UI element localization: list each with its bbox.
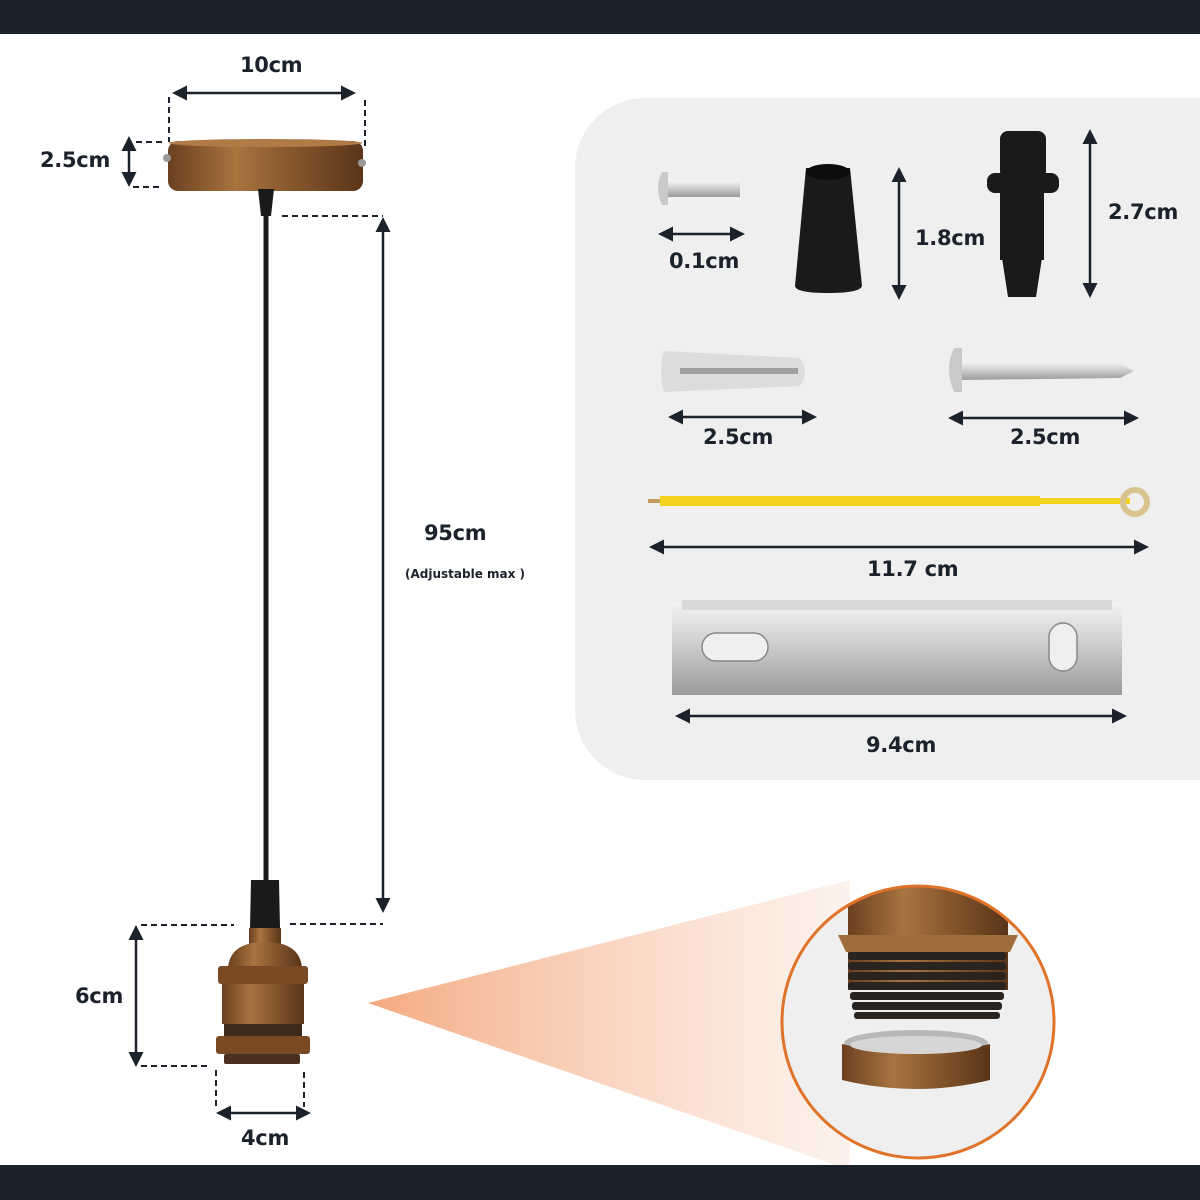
cable-length-note: (Adjustable max ): [405, 567, 526, 581]
machine-screw: [658, 172, 740, 205]
wood-screw: [949, 348, 1134, 392]
mounting-bracket: [672, 600, 1122, 695]
lamp-holder: [216, 880, 310, 1064]
holder-width-label: 4cm: [241, 1126, 290, 1150]
cord-grip-label: 1.8cm: [915, 226, 986, 250]
zoom-spotlight: [368, 880, 850, 1170]
cable-length-label: 95cm: [424, 521, 487, 545]
bracket-label: 9.4cm: [866, 733, 937, 757]
rose-width-label: 10cm: [240, 53, 303, 77]
zoom-ring: [780, 884, 1056, 1160]
top-bar: [0, 0, 1200, 34]
wood-screw-label: 2.5cm: [1010, 425, 1081, 449]
bottom-bar: [0, 1165, 1200, 1200]
detail-closeup: [780, 884, 1056, 1160]
threaded-nipple-label: 2.7cm: [1108, 200, 1179, 224]
machine-screw-label: 0.1cm: [669, 249, 740, 273]
rose-height-label: 2.5cm: [40, 148, 111, 172]
earth-wire: [648, 487, 1150, 517]
ceiling-rose: [163, 139, 366, 216]
wall-plug-label: 2.5cm: [703, 425, 774, 449]
threaded-nipple: [987, 131, 1059, 297]
wall-plug: [661, 351, 805, 392]
earth-wire-label: 11.7 cm: [867, 557, 959, 581]
cord-grip: [795, 168, 862, 293]
holder-height-label: 6cm: [75, 984, 124, 1008]
